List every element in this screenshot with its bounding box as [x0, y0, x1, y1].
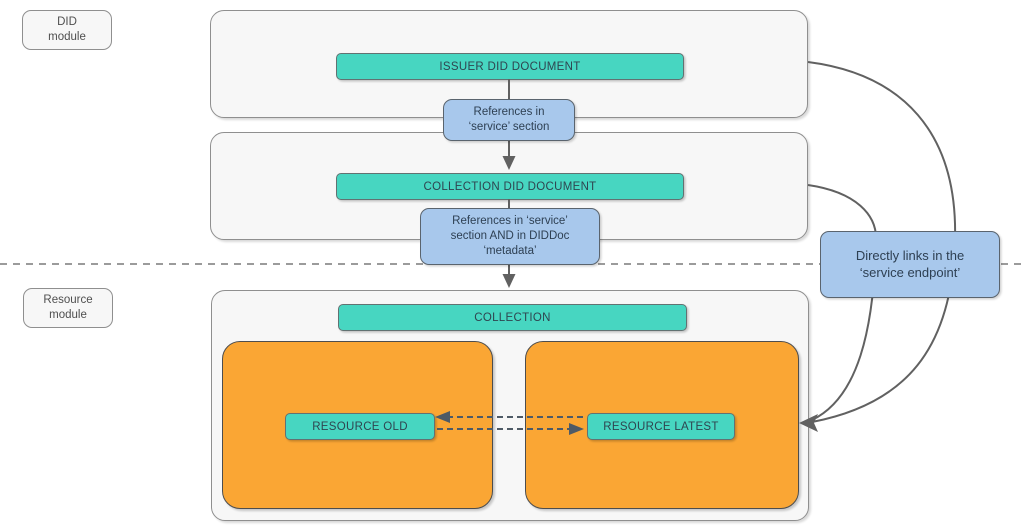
resource-module-label-line1: Resource	[43, 294, 93, 307]
service-endpoint-note: Directly links in the ‘service endpoint’	[820, 231, 1000, 298]
collection-did-document-label: COLLECTION DID DOCUMENT	[423, 180, 597, 193]
resource-collection-container: COLLECTION RESOURCE OLD RESOURCE LATEST	[211, 290, 809, 521]
collection-node: COLLECTION	[338, 304, 687, 331]
references-service-metadata-line2: section AND in DIDDoc	[450, 230, 570, 243]
references-service-metadata-label: References in ‘service’ section AND in D…	[420, 208, 600, 265]
did-module-label-line1: DID	[57, 16, 77, 29]
references-service-line2: ‘service’ section	[468, 121, 550, 133]
references-service-label: References in ‘service’ section	[443, 99, 575, 141]
did-module-label: DID module	[22, 10, 112, 50]
service-endpoint-note-line2: ‘service endpoint’	[859, 264, 961, 280]
collectiondoc-to-collection-arrowhead-icon	[502, 274, 516, 288]
issuer-did-document-label: ISSUER DID DOCUMENT	[439, 60, 581, 73]
collection-did-document-node: COLLECTION DID DOCUMENT	[336, 173, 684, 200]
references-service-metadata-line1: References in ‘service’	[452, 215, 568, 228]
edge-collectiondoc-to-resource-latest	[807, 184, 878, 421]
references-service-metadata-line3: ‘metadata’	[483, 244, 537, 257]
resource-latest-group: RESOURCE LATEST	[525, 341, 799, 509]
resource-latest-node: RESOURCE LATEST	[587, 413, 735, 440]
service-endpoint-note-line1: Directly links in the	[855, 247, 965, 263]
resource-old-node: RESOURCE OLD	[285, 413, 435, 440]
resource-old-group: RESOURCE OLD	[222, 341, 493, 509]
resource-module-label-line2: module	[49, 309, 87, 321]
resource-old-label: RESOURCE OLD	[312, 420, 408, 433]
issuer-did-document-node: ISSUER DID DOCUMENT	[336, 53, 684, 80]
references-service-line1: References in	[473, 106, 545, 119]
resource-module-label: Resource module	[23, 288, 113, 328]
did-module-label-line2: module	[48, 31, 86, 43]
resource-latest-label: RESOURCE LATEST	[603, 420, 719, 433]
collection-label: COLLECTION	[474, 311, 551, 324]
